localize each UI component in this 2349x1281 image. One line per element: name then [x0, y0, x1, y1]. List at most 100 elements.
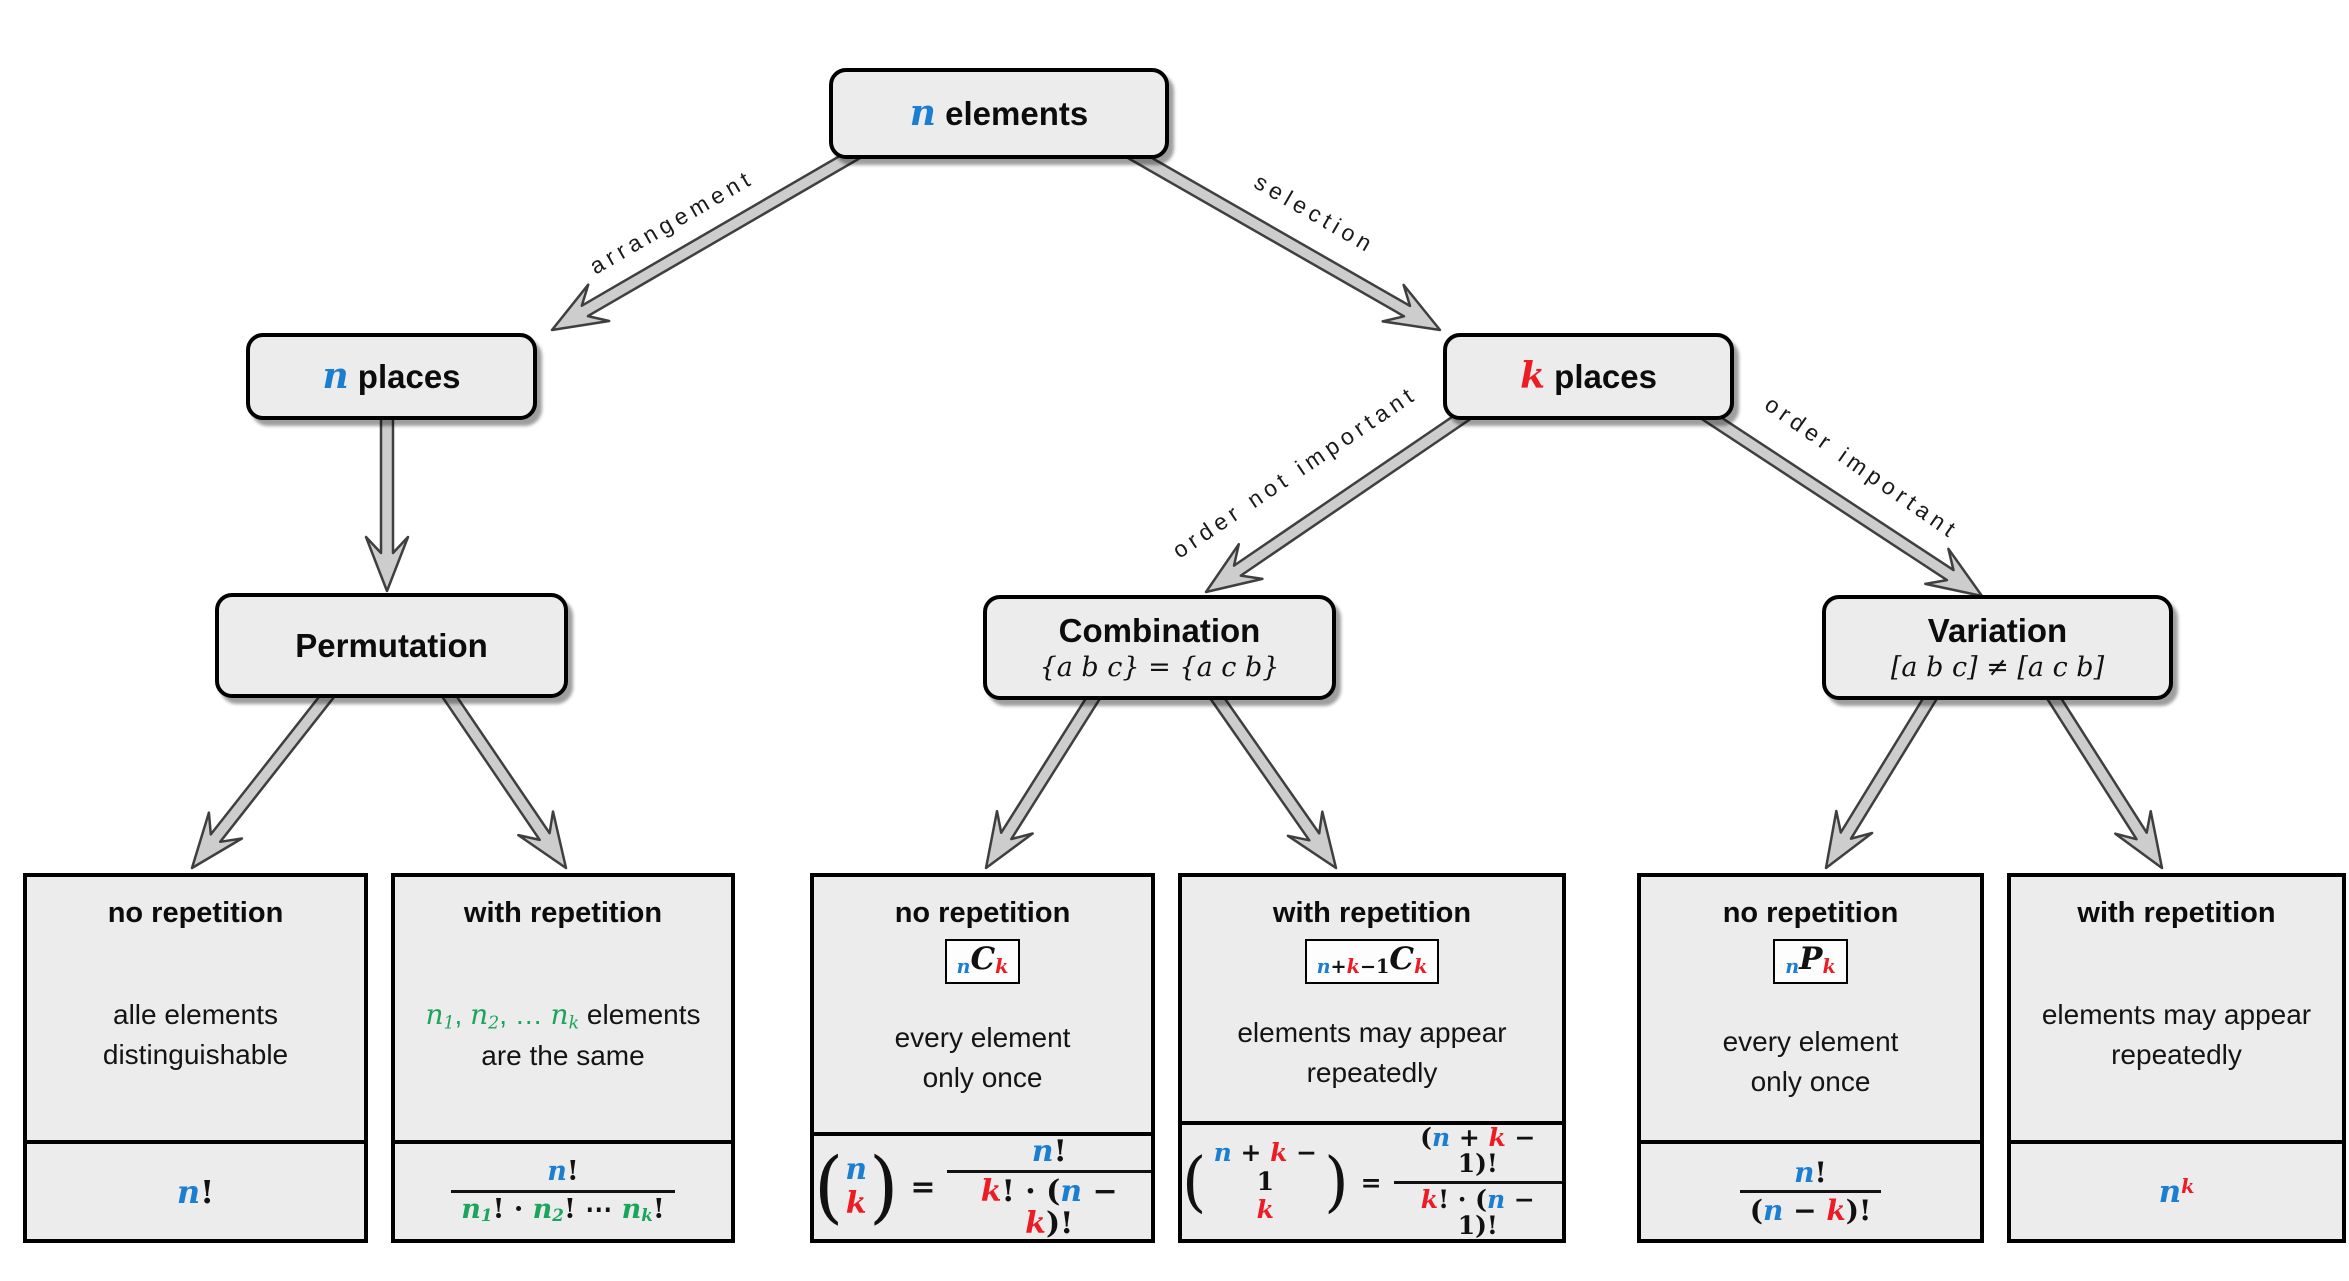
node-combination: Combination {a b c} = {a c b} — [983, 595, 1336, 700]
formula: nk — [2158, 1173, 2195, 1210]
desc-line-2: repeatedly — [1306, 1056, 1438, 1088]
leaf-title: with repetition — [463, 897, 663, 929]
arrow-order-not-important — [1204, 405, 1475, 594]
node-permutation-title: Permutation — [295, 626, 488, 664]
binom-bottom: k — [845, 1186, 867, 1222]
numerator: n! — [1031, 1133, 1067, 1169]
leaf-description-section: no repetition nPk every element only onc… — [1641, 877, 1980, 1144]
var-k: k — [1520, 354, 1546, 397]
leaf-variation-no-repetition: no repetition nPk every element only onc… — [1637, 873, 1984, 1243]
leaf-variation-with-repetition: with repetition elements may appear repe… — [2007, 873, 2346, 1243]
arrow-permutation-no-rep — [190, 685, 338, 870]
binomial-coefficient: ( n k ) — [814, 1140, 899, 1233]
desc-line-2: distinguishable — [102, 1039, 289, 1070]
arrow-arrangement — [550, 143, 867, 332]
arrow-variation-with-rep — [2043, 687, 2164, 870]
right-paren: ) — [1324, 1143, 1349, 1221]
notation-n-plus-k-minus-1-Ck: n+k−1Ck — [1304, 939, 1440, 985]
binomial-stack: n + k − 1 k — [1206, 1139, 1324, 1225]
arrow-variation-no-rep — [1824, 687, 1941, 870]
fraction: n! (n − k)! — [1739, 1155, 1882, 1226]
arrow-combination-with-rep — [1206, 687, 1338, 870]
desc-line-2: are the same — [481, 1039, 645, 1071]
arrow-permutation-with-rep — [438, 685, 568, 870]
fraction: n! k! · (n − k)! — [947, 1133, 1151, 1240]
node-variation-subtitle: [a b c] ≠ [a c b] — [1890, 652, 2105, 684]
node-k-places: k places — [1443, 333, 1734, 420]
leaf-description-section: no repetition nCk every element only onc… — [814, 877, 1151, 1136]
numerator: n! — [1794, 1155, 1827, 1189]
notation-nPk: nPk — [1773, 939, 1848, 985]
leaf-title: no repetition — [1722, 897, 1899, 929]
leaf-title: with repetition — [2077, 897, 2276, 929]
desc-line-1: elements may appear — [1237, 1016, 1507, 1048]
binom-top: n — [845, 1152, 868, 1188]
numerator: n! — [547, 1156, 579, 1188]
node-n-elements: n elements — [829, 68, 1169, 159]
leaf-combination-no-repetition: no repetition nCk every element only onc… — [810, 873, 1155, 1243]
desc-line-1: n1, n2, … nk elements — [425, 997, 701, 1034]
var-n: n — [909, 91, 936, 134]
denominator: k! · (n − k)! — [947, 1170, 1151, 1239]
leaf-title: with repetition — [1272, 897, 1472, 929]
arrow-combination-no-rep — [984, 687, 1104, 870]
denominator: (n − k)! — [1739, 1190, 1882, 1225]
formula-multinomial: n! n1! · n2! ⋯ nk! — [395, 1144, 731, 1239]
node-n-places-text: places — [348, 357, 461, 395]
leaf-description-section: with repetition elements may appear repe… — [2011, 877, 2342, 1144]
formula-binomial-repetition: ( n + k − 1 k ) = (n + k − 1)! k! · (n −… — [1182, 1123, 1562, 1240]
leaf-description: every element only once — [895, 984, 1071, 1131]
fraction: n! n1! · n2! ⋯ nk! — [451, 1156, 675, 1225]
node-n-places-label: n places — [322, 355, 461, 397]
leaf-title: no repetition — [894, 897, 1071, 929]
node-k-places-label: k places — [1520, 354, 1657, 397]
node-variation-title: Variation — [1927, 611, 2068, 649]
desc-line-1: every element — [1722, 1026, 1899, 1058]
node-combination-title: Combination — [1058, 611, 1261, 649]
formula-n-factorial: n! — [27, 1144, 364, 1239]
node-k-places-text: places — [1545, 357, 1657, 395]
numerator: (n + k − 1)! — [1420, 1123, 1536, 1179]
binom-bottom: k — [1256, 1195, 1274, 1225]
arrow-selection — [1121, 143, 1442, 332]
binomial-coefficient: ( n + k − 1 k ) — [1182, 1139, 1349, 1225]
leaf-description: elements may appear repeatedly — [2042, 930, 2311, 1140]
arrow-order-important — [1697, 405, 1984, 598]
left-paren: ( — [1182, 1143, 1207, 1221]
leaf-combination-with-repetition: with repetition n+k−1Ck elements may app… — [1178, 873, 1566, 1243]
desc-line-1: every element — [894, 1022, 1071, 1054]
leaf-description: n1, n2, … nk elements are the same — [425, 930, 700, 1140]
leaf-description-section: no repetition alle elements distinguisha… — [27, 877, 364, 1144]
leaf-description-section: with repetition n1, n2, … nk elements ar… — [395, 877, 731, 1144]
left-paren: ( — [814, 1140, 844, 1233]
node-n-elements-text: elements — [935, 94, 1089, 132]
node-variation: Variation [a b c] ≠ [a c b] — [1822, 595, 2173, 700]
desc-line-2: repeatedly — [2111, 1039, 2242, 1070]
denominator: n1! · n2! ⋯ nk! — [451, 1189, 675, 1225]
node-permutation: Permutation — [215, 593, 568, 698]
formula-falling-factorial: n! (n − k)! — [1641, 1144, 1980, 1239]
formula-n-power-k: nk — [2011, 1144, 2342, 1239]
equals-sign: = — [910, 1169, 936, 1205]
leaf-permutation-with-repetition: with repetition n1, n2, … nk elements ar… — [391, 873, 735, 1243]
desc-line-1: elements may appear — [2041, 999, 2312, 1031]
desc-line-2: only once — [922, 1061, 1043, 1093]
leaf-description: every element only once — [1723, 984, 1899, 1140]
fraction: (n + k − 1)! k! · (n − 1)! — [1393, 1123, 1562, 1240]
node-n-places: n places — [246, 333, 537, 420]
desc-line-2: only once — [1750, 1066, 1871, 1098]
leaf-title: no repetition — [107, 897, 284, 929]
desc-line-1: alle elements — [113, 999, 278, 1031]
denominator: k! · (n − 1)! — [1393, 1180, 1562, 1240]
equals-sign: = — [1360, 1167, 1382, 1197]
right-paren: ) — [869, 1140, 899, 1233]
binomial-stack: n k — [843, 1152, 869, 1222]
leaf-permutation-no-repetition: no repetition alle elements distinguisha… — [23, 873, 368, 1243]
node-combination-subtitle: {a b c} = {a c b} — [1039, 652, 1280, 684]
leaf-description: elements may appear repeatedly — [1237, 984, 1506, 1121]
formula: n! — [176, 1172, 215, 1211]
node-n-elements-label: n elements — [909, 91, 1089, 134]
formula-binomial: ( n k ) = n! k! · (n − k)! — [814, 1133, 1151, 1240]
leaf-description-section: with repetition n+k−1Ck elements may app… — [1182, 877, 1562, 1125]
